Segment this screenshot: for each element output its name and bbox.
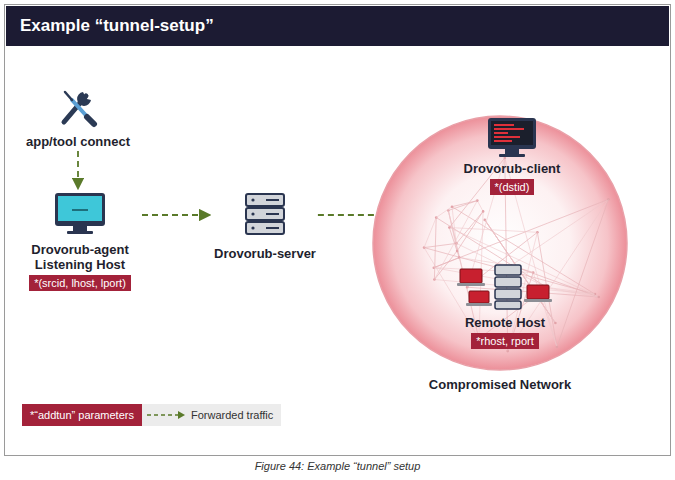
node-label: Drovorub-client	[464, 161, 561, 176]
node-label: app/tool connect	[26, 134, 130, 149]
parameter-tag: *rhost, rport	[471, 333, 538, 349]
forwarded-traffic-arrow	[77, 151, 79, 189]
legend: *“addtun” parameters Forwarded traffic	[22, 404, 281, 426]
forwarded-traffic-arrow	[142, 214, 210, 216]
client-monitor-icon	[487, 117, 537, 159]
node-box: Drovorub-server	[214, 192, 316, 261]
legend-text: Forwarded traffic	[191, 404, 273, 426]
monitor-icon	[54, 192, 106, 236]
region-label: Compromised Network	[372, 377, 628, 392]
node-box: Remote Host *rhost, rport	[457, 263, 553, 349]
node-label: Drovorub-agent Listening Host	[20, 242, 140, 272]
node-box: Drovorub-client *(dstid)	[464, 117, 561, 195]
parameter-tag: *(dstid)	[490, 179, 535, 195]
figure-caption: Figure 44: Example “tunnel” setup	[0, 460, 675, 472]
legend-item: Forwarded traffic	[142, 404, 281, 426]
node-box: Drovorub-agent Listening Host *(srcid, lh…	[20, 192, 140, 291]
node-label: Remote Host	[465, 315, 545, 330]
server-icon	[244, 192, 286, 238]
parameter-tag: *(srcid, lhost, lport)	[29, 275, 131, 291]
title-bar: Example “tunnel-setup”	[6, 6, 669, 46]
frame-border	[5, 5, 671, 456]
tools-icon	[56, 86, 100, 128]
remote-hosts-icon	[457, 263, 553, 311]
network-region: Compromised Network Drovorub-client *(dsti…	[372, 115, 628, 397]
dashed-arrow-sample	[146, 410, 186, 420]
node-box: app/tool connect	[26, 86, 130, 149]
legend-swatch: *“addtun” parameters	[22, 404, 142, 426]
node-label: Drovorub-server	[214, 246, 316, 261]
legend-text: *“addtun” parameters	[30, 409, 134, 421]
